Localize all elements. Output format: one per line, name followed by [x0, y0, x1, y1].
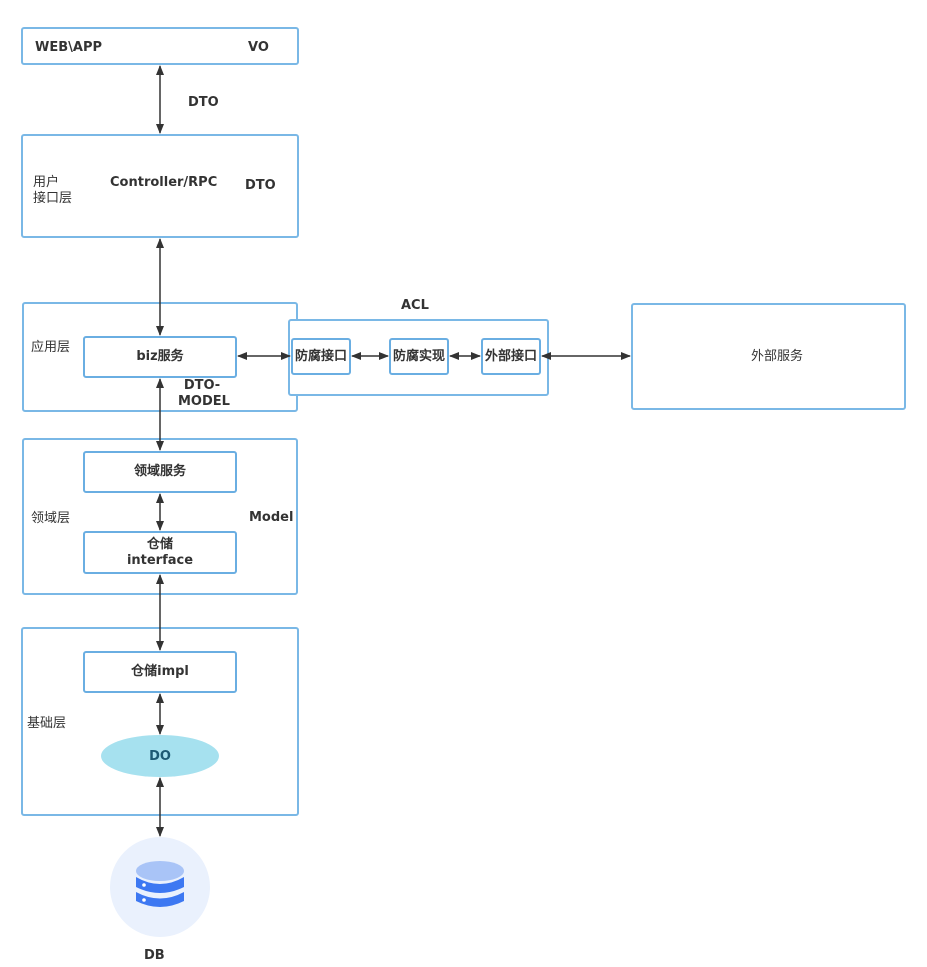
dto-model-line-1: DTO- — [183, 378, 221, 393]
external-service-label: 外部服务 — [751, 349, 804, 364]
dto-model-label: DTO- MODEL — [178, 378, 230, 410]
repository-impl-box: 仓储impl — [83, 651, 237, 693]
dto-model-line-2: MODEL — [178, 394, 230, 409]
dto-label-web-user: DTO — [188, 95, 219, 110]
acl-item-external-interface: 外部接口 — [481, 338, 541, 375]
acl-item-anticorruption-impl: 防腐实现 — [389, 338, 449, 375]
user-interface-layer-name: 用户 — [33, 175, 60, 190]
domain-layer-name: 领域层 — [31, 511, 71, 526]
acl-item-anticorruption-interface: 防腐接口 — [291, 338, 351, 375]
user-interface-layer-name-2: 接口层 — [33, 191, 73, 206]
external-service-box — [631, 303, 906, 410]
domain-service-box: 领域服务 — [83, 451, 237, 493]
controller-rpc-label: Controller/RPC — [110, 175, 218, 190]
model-label: Model — [249, 510, 294, 525]
vo-label: VO — [248, 40, 269, 55]
user-interface-layer — [21, 134, 299, 238]
repository-interface-box: 仓储 interface — [83, 531, 237, 574]
application-layer-name: 应用层 — [31, 340, 71, 355]
web-app-label: WEB\APP — [35, 40, 102, 55]
repository-interface-text: 仓储 interface — [127, 537, 193, 569]
acl-title: ACL — [401, 298, 429, 313]
biz-service-box: biz服务 — [83, 336, 237, 378]
infrastructure-layer-name: 基础层 — [27, 716, 67, 731]
user-dto-label: DTO — [245, 178, 276, 193]
repository-interface-line-2: interface — [126, 552, 194, 568]
database-icon — [136, 861, 184, 907]
repository-interface-line-1: 仓储 — [146, 536, 173, 552]
db-label: DB — [144, 948, 165, 963]
do-ellipse: DO — [101, 735, 219, 777]
web-app-box — [21, 27, 299, 65]
